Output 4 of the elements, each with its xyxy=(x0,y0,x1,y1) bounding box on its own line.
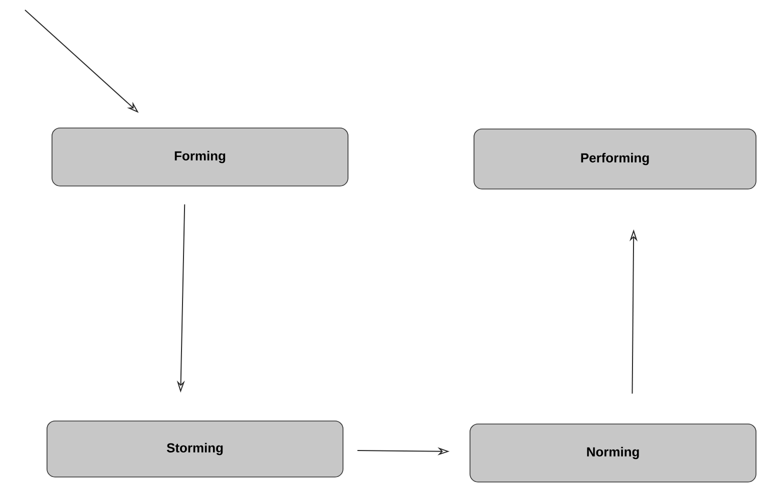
process-box: Forming xyxy=(52,128,348,186)
process-box: Storming xyxy=(46,420,344,478)
process-box: Performing xyxy=(474,128,756,190)
process-box: Norming xyxy=(470,424,756,482)
